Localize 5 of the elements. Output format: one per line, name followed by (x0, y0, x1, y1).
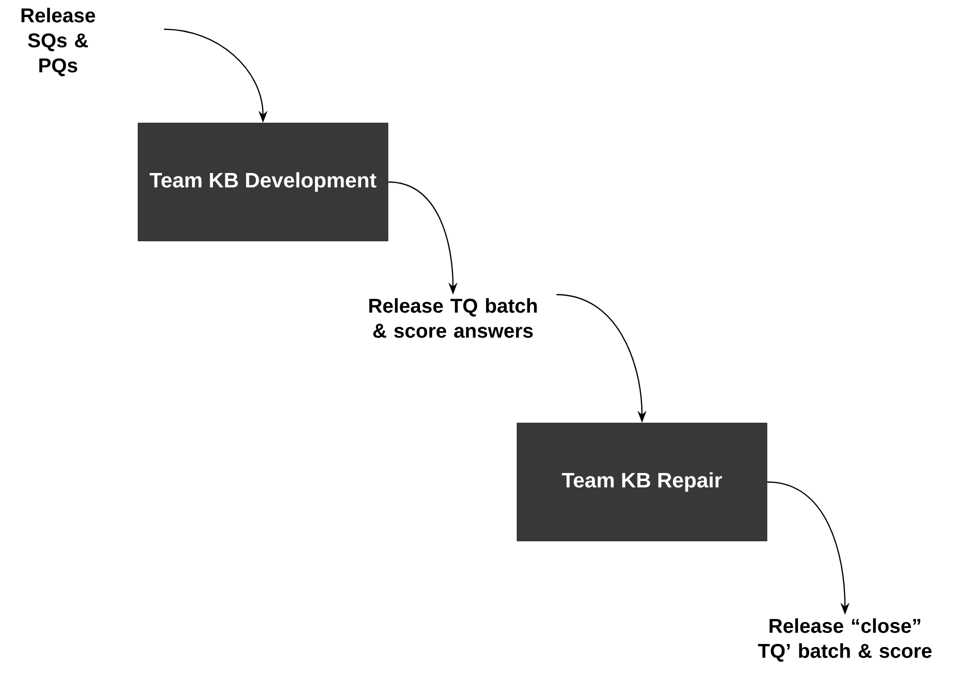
release-text: Release “close” TQ’ batch & score (758, 618, 932, 662)
team-box: Team KB Development (138, 122, 388, 242)
team-box: Team KB Repair (516, 422, 768, 542)
release-text: Release SQs & PQs (22, 8, 96, 76)
release-text: Release TQ batch & score answers (369, 298, 537, 338)
